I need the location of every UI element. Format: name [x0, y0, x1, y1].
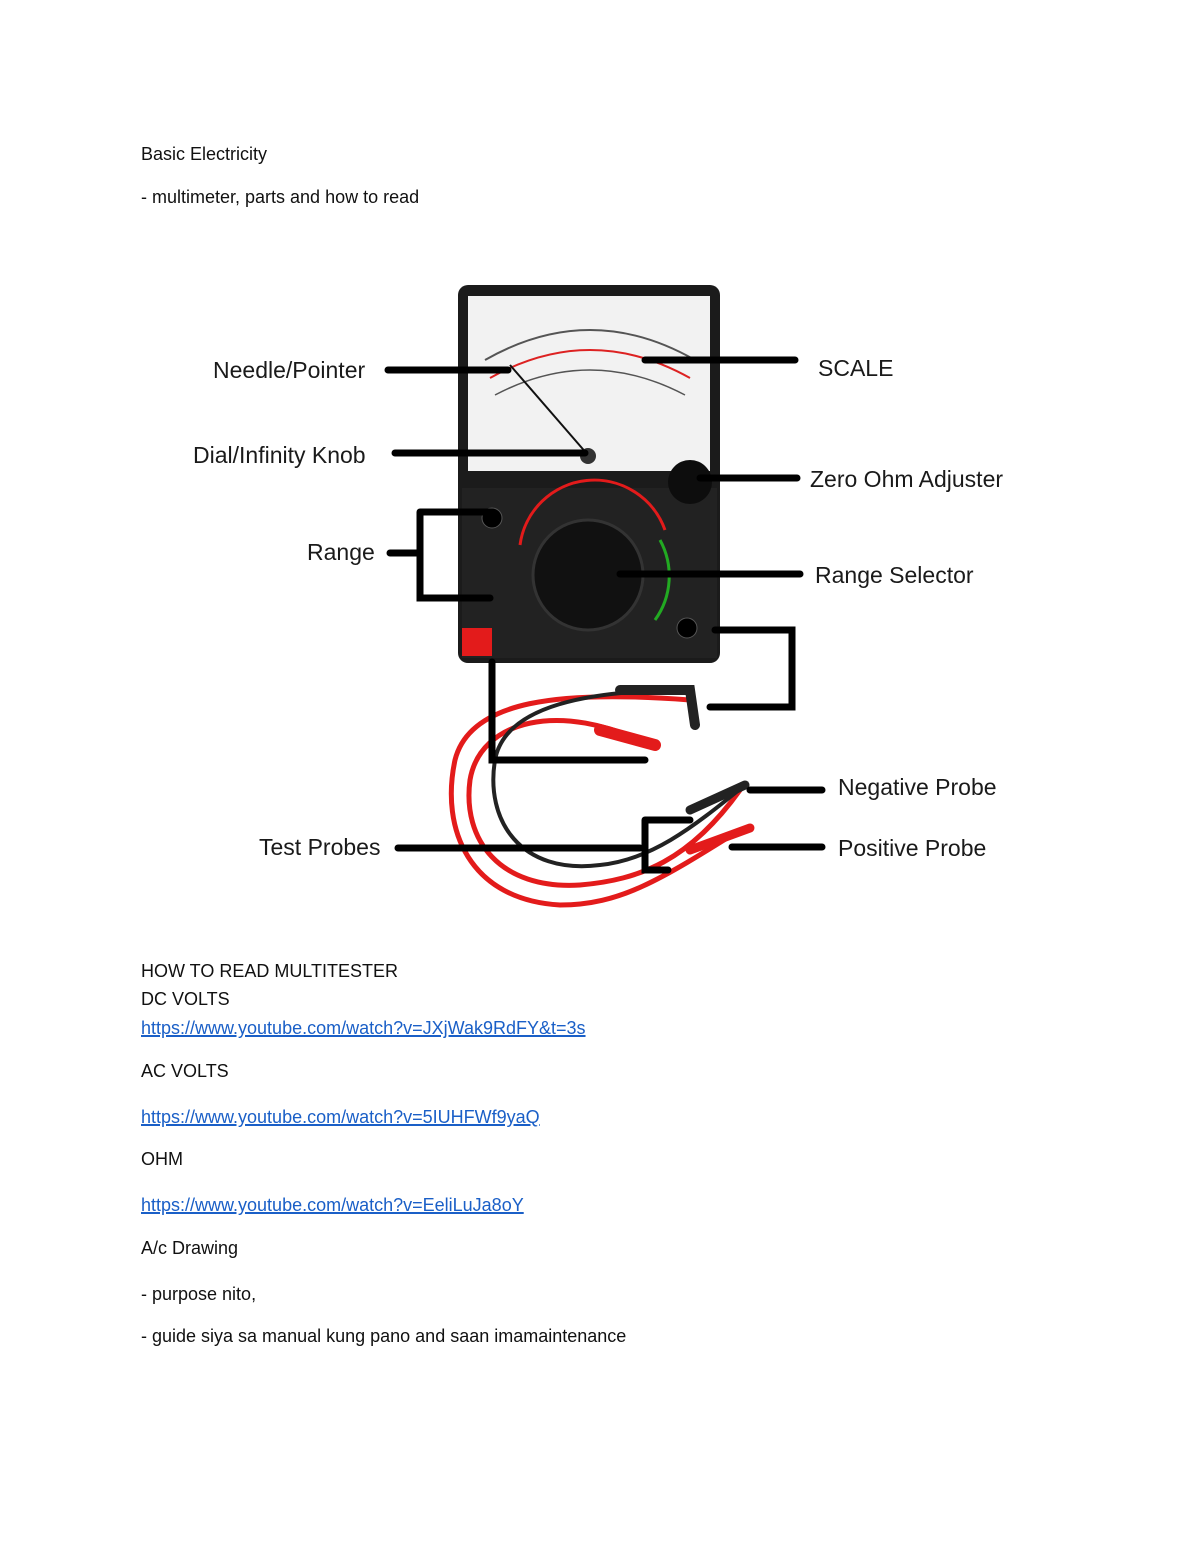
ac-volts-link[interactable]: https://www.youtube.com/watch?v=5IUHFWf9… — [141, 1107, 540, 1127]
multimeter-body — [458, 285, 720, 663]
label-scale: SCALE — [818, 355, 894, 381]
dc-volts-label: DC VOLTS — [141, 989, 230, 1009]
document-subtitle: - multimeter, parts and how to read — [141, 187, 420, 207]
ohm-label: OHM — [141, 1149, 183, 1169]
ac-drawing-heading: A/c Drawing — [141, 1238, 239, 1258]
label-range-selector: Range Selector — [815, 562, 974, 588]
test-leads-image — [448, 685, 755, 908]
label-positive-probe: Positive Probe — [838, 835, 987, 861]
label-needle-pointer: Needle/Pointer — [213, 357, 366, 383]
label-zero-ohm-adjuster: Zero Ohm Adjuster — [810, 466, 1004, 492]
dc-volts-link[interactable]: https://www.youtube.com/watch?v=JXjWak9R… — [141, 1018, 586, 1038]
callout-lines — [384, 356, 826, 874]
label-negative-probe: Negative Probe — [838, 774, 997, 800]
note-item: - guide siya sa manual kung pano and saa… — [141, 1326, 627, 1346]
label-range: Range — [307, 539, 375, 565]
ac-volts-label: AC VOLTS — [141, 1061, 229, 1081]
label-test-probes: Test Probes — [259, 834, 381, 860]
label-dial-infinity-knob: Dial/Infinity Knob — [193, 442, 366, 468]
note-item: - purpose nito, — [141, 1284, 257, 1304]
ohm-link[interactable]: https://www.youtube.com/watch?v=EeliLuJa… — [141, 1195, 524, 1215]
section-heading: HOW TO READ MULTITESTER — [141, 961, 399, 981]
document-title: Basic Electricity — [141, 144, 268, 164]
